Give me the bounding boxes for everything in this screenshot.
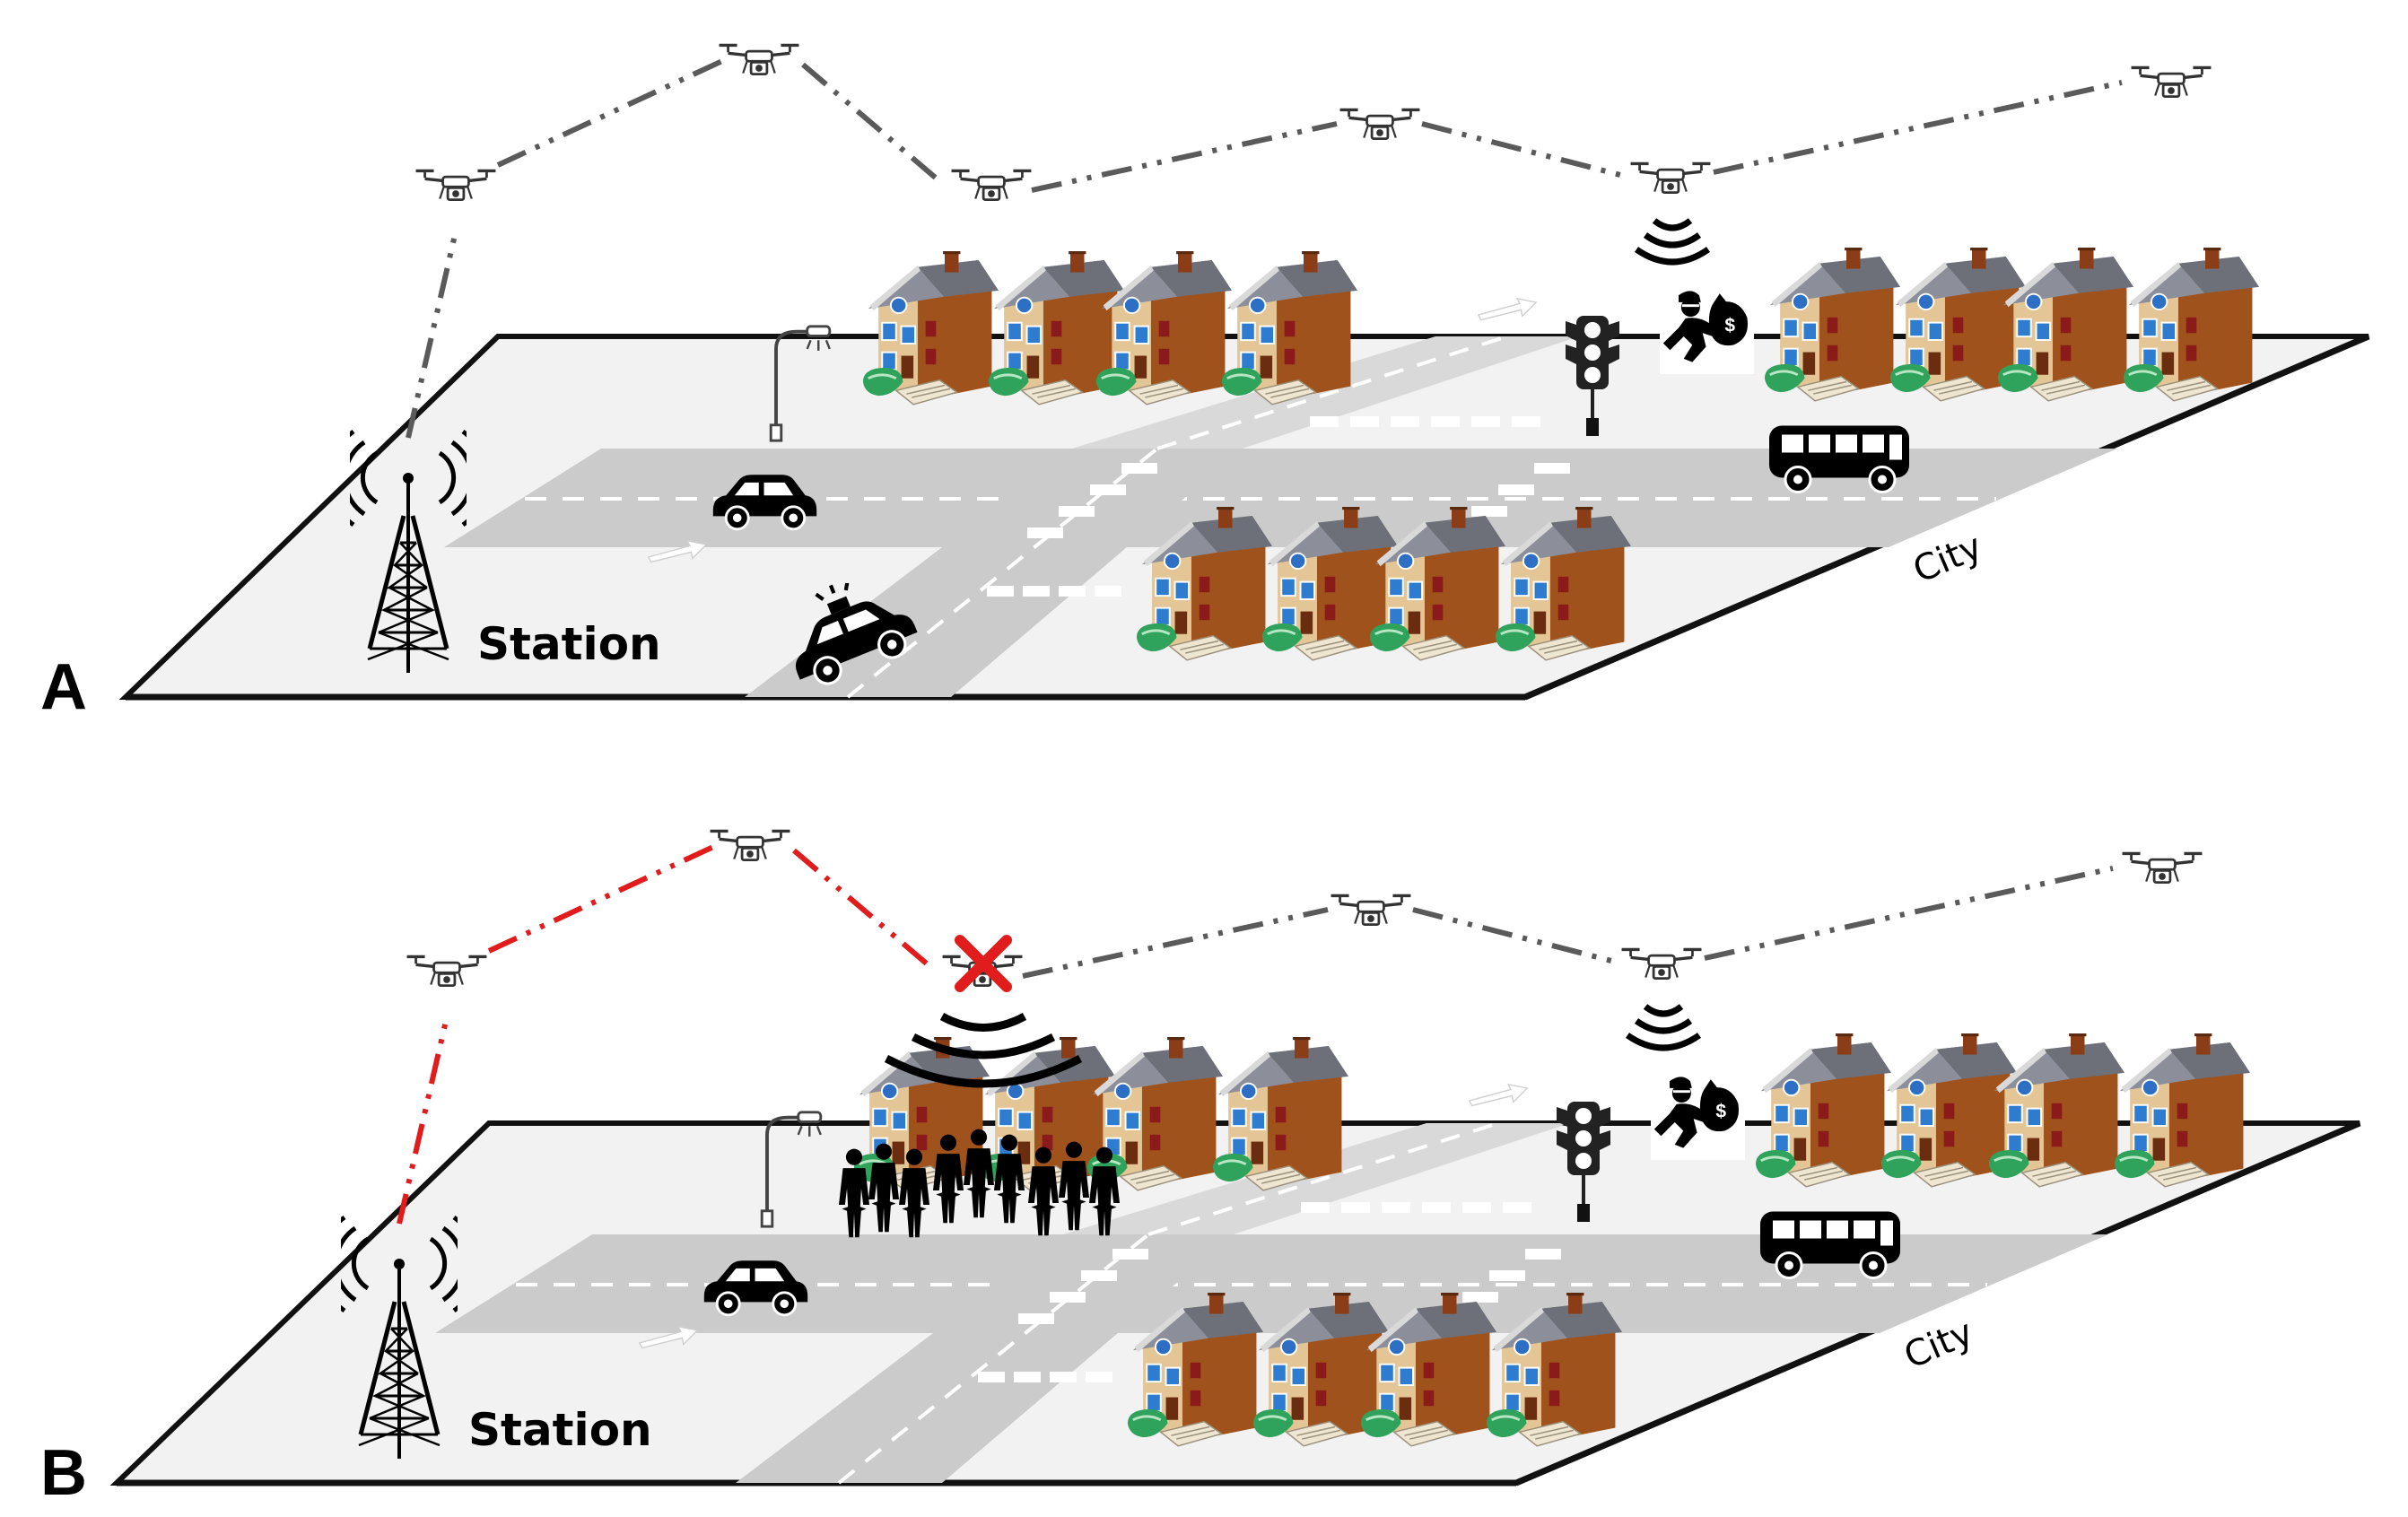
house-row-back-left: [861, 251, 1359, 406]
house-icon: [1220, 251, 1359, 406]
uav-links: [397, 844, 2114, 1225]
uav-link: [1704, 866, 2114, 961]
drone-icon: [717, 43, 801, 76]
uav-links: [406, 58, 2123, 439]
interference-signal-icon: [884, 1013, 1083, 1088]
uav-link: [1031, 121, 1338, 193]
drone-icon: [949, 169, 1034, 202]
panel-letter: A: [40, 651, 87, 723]
x-mark-icon: [955, 935, 1012, 992]
drone-icon: [1329, 894, 1413, 927]
house-icon: [1754, 1033, 1893, 1189]
station-label: Station: [477, 618, 661, 670]
drone-icon: [2120, 851, 2204, 885]
house-row-front: [1135, 507, 1633, 662]
thief-icon: [1660, 280, 1754, 374]
drone-icon: [405, 955, 489, 988]
house-icon: [1095, 251, 1234, 406]
city-label: City: [1907, 526, 1988, 591]
drone-icon: [414, 169, 498, 202]
thief-icon: [1651, 1066, 1745, 1160]
road-diagonal: [736, 1234, 1234, 1483]
drone-signal-icon: [1634, 218, 1711, 266]
uav-link: [1421, 121, 1625, 179]
house-icon: [1211, 1037, 1350, 1192]
uav-link: [1713, 80, 2123, 175]
house-icon: [2122, 248, 2261, 403]
house-icon: [1987, 1033, 2126, 1189]
house-icon: [1763, 248, 1902, 403]
panel-b: Station City B: [40, 829, 2361, 1509]
uav-link-failed: [792, 848, 930, 968]
uav-link: [801, 62, 939, 182]
uav-link: [1022, 907, 1329, 979]
crosswalk: [987, 416, 1570, 597]
crosswalk: [978, 1202, 1561, 1382]
uav-link: [1412, 907, 1616, 964]
house-icon: [1996, 248, 2135, 403]
drone-icon: [1619, 947, 1704, 981]
drone-icon: [2129, 65, 2213, 99]
uav-link: [496, 58, 724, 168]
panel-letter: B: [40, 1437, 87, 1509]
house-row-back-right: [1754, 1033, 2252, 1189]
uav-link-failed: [487, 844, 715, 954]
uav-link: [406, 234, 458, 439]
station-label: Station: [468, 1404, 652, 1456]
drone-signal-icon: [1625, 1004, 1702, 1051]
uav-link-failed: [397, 1020, 449, 1225]
drone-icon: [708, 829, 792, 862]
panel-a: Station City A: [40, 43, 2370, 723]
city-label: City: [1898, 1312, 1979, 1377]
drone-icon: [1628, 161, 1713, 195]
house-icon: [861, 251, 1000, 406]
house-row-back-right: [1763, 248, 2261, 403]
house-row-front: [1126, 1293, 1624, 1448]
house-icon: [2113, 1033, 2252, 1189]
drone-icon: [1338, 108, 1422, 141]
